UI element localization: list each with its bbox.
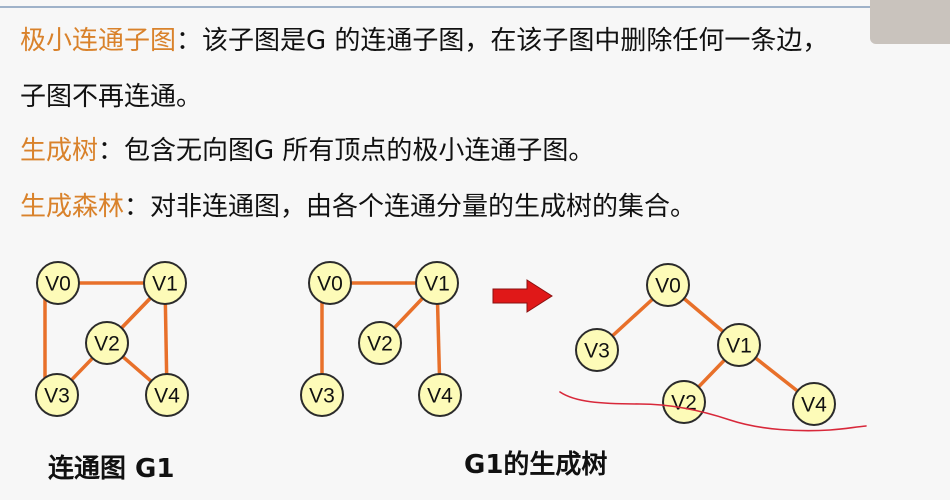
spanning-tree-middle: V0 V1 V2 V3 V4 — [300, 261, 462, 417]
tree-node-v1: V1 — [717, 323, 761, 367]
definition-text-1: ：该子图是G 的连通子图，在该子图中删除任何一条边， — [176, 26, 829, 56]
tree-node-v3: V3 — [575, 328, 619, 372]
g1-node-v3: V3 — [35, 373, 79, 417]
header-rule — [0, 6, 950, 8]
st-node-v1: V1 — [415, 261, 459, 305]
svg-text:V4: V4 — [154, 385, 180, 408]
tree-node-v2: V2 — [662, 380, 706, 424]
g1-node-v1: V1 — [143, 261, 187, 305]
red-arrow-icon — [492, 279, 553, 313]
definition-line-2: 子图不再连通。 — [20, 76, 202, 113]
definition-line-1: 极小连通子图：该子图是G 的连通子图，在该子图中删除任何一条边， — [20, 20, 828, 57]
definition-line-3: 生成树：包含无向图G 所有顶点的极小连通子图。 — [20, 130, 594, 167]
caption-spanning-tree: G1的生成树 — [464, 450, 608, 480]
svg-text:V4: V4 — [801, 394, 827, 417]
svg-text:V1: V1 — [424, 273, 450, 296]
svg-text:V3: V3 — [44, 385, 70, 408]
term-spanning-tree: 生成树 — [20, 136, 99, 166]
term-spanning-forest: 生成森林 — [20, 192, 125, 222]
svg-text:V0: V0 — [317, 273, 343, 296]
spanning-tree-right: V0 V3 V1 V2 V4 — [575, 263, 836, 426]
definition-text-3: ：包含无向图G 所有顶点的极小连通子图。 — [98, 136, 595, 166]
svg-text:V1: V1 — [726, 335, 752, 358]
svg-text:V3: V3 — [584, 340, 610, 363]
st-node-v4: V4 — [418, 373, 462, 417]
term-minimal-connected-subgraph: 极小连通子图 — [20, 26, 177, 56]
definition-text-2: 子图不再连通。 — [20, 82, 203, 112]
svg-text:V2: V2 — [94, 333, 120, 356]
caption-connected-graph: 连通图 G1 — [48, 454, 175, 484]
definition-line-4: 生成森林：对非连通图，由各个连通分量的生成树的集合。 — [20, 186, 696, 223]
st-node-v3: V3 — [300, 373, 344, 417]
g1-node-v4: V4 — [145, 373, 189, 417]
st-node-v0: V0 — [308, 261, 352, 305]
svg-text:V2: V2 — [671, 392, 697, 415]
svg-text:V4: V4 — [427, 385, 453, 408]
st-node-v2: V2 — [358, 321, 402, 365]
svg-text:V0: V0 — [655, 275, 681, 298]
definition-text-4: ：对非连通图，由各个连通分量的生成树的集合。 — [124, 192, 697, 222]
svg-text:V3: V3 — [309, 385, 335, 408]
webcam-overlay — [870, 0, 950, 44]
tree-node-v0: V0 — [646, 263, 690, 307]
graph-g1: V0 V1 V2 V3 V4 — [35, 261, 189, 417]
svg-text:V2: V2 — [367, 333, 393, 356]
g1-node-v0: V0 — [36, 261, 80, 305]
g1-node-v2: V2 — [85, 321, 129, 365]
handwritten-annotation — [559, 391, 867, 432]
svg-text:V1: V1 — [152, 273, 178, 296]
tree-node-v4: V4 — [792, 382, 836, 426]
svg-text:V0: V0 — [45, 273, 71, 296]
